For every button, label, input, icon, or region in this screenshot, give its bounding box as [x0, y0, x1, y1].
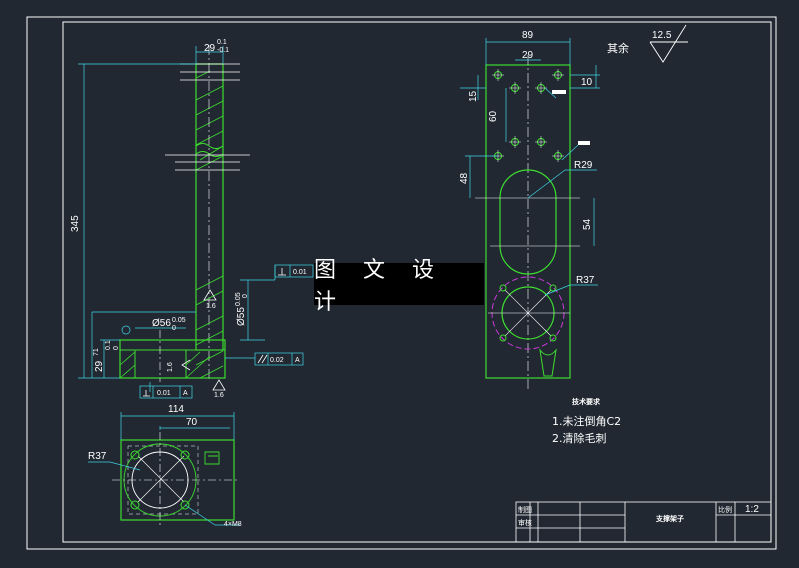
parallel-tol-value: 0.02 — [270, 357, 284, 364]
base-height-dim: 29 — [94, 360, 105, 372]
bottom-dimensions — [88, 412, 240, 526]
part-name: 支撑架子 — [655, 514, 684, 523]
side-hole-spacing: 60 — [488, 110, 499, 122]
bore-dim: Ø56 — [152, 318, 171, 329]
flat-datum: A — [183, 390, 188, 397]
scale-value: 1:2 — [745, 504, 759, 515]
front-view — [119, 45, 250, 391]
front-width-tol-upper: 0.1 — [217, 39, 227, 46]
outer-frame — [26, 16, 777, 550]
roughness-label-3: 1.6 — [167, 362, 174, 372]
side-edge-offset: 10 — [581, 77, 593, 88]
roughness-label-1: 1.6 — [206, 303, 216, 310]
side-slot-radius: R29 — [574, 160, 593, 171]
bore-tol-lower: 0 — [172, 325, 176, 332]
scale-label: 比例 — [718, 505, 732, 514]
roughness-note: 其余 12.5 — [607, 24, 688, 63]
tolerance-symbols — [143, 268, 286, 397]
bore-tol: 0.05 — [172, 317, 186, 324]
base-offset-dim: 71 — [93, 348, 100, 356]
title-block-row1-label: 制图 — [518, 505, 532, 514]
front-width-tol-lower: -0.1 — [217, 47, 229, 54]
title-block — [515, 501, 772, 543]
flat-tol-value: 0.01 — [157, 390, 171, 397]
watermark: 图 文 设 计 — [314, 258, 484, 315]
side-inner-width: 29 — [522, 50, 534, 61]
front-dimensions — [78, 46, 314, 399]
shaft-tol-upper: 0.05 — [235, 292, 242, 306]
tech-req-item-2: 2.清除毛刺 — [552, 431, 607, 445]
bottom-inner-width: 70 — [186, 417, 198, 428]
inner-frame — [62, 21, 772, 543]
front-height-dim: 345 — [70, 215, 81, 232]
bottom-total-width: 114 — [168, 404, 184, 415]
front-width-dim: 29 — [204, 43, 216, 54]
bottom-view — [112, 432, 240, 525]
tech-req-title: 技术要求 — [572, 397, 601, 406]
perp-tol-value: 0.01 — [293, 269, 307, 276]
shaft-tol-lower: 0 — [242, 294, 249, 298]
bottom-hole-note: 4×M8 — [224, 521, 242, 528]
side-slot-height: 48 — [459, 172, 470, 184]
shaft-dim: Ø55 — [236, 307, 247, 326]
side-dimensions — [460, 38, 600, 296]
side-hole-offset: 15 — [468, 90, 479, 102]
roughness-label-2: 1.6 — [214, 392, 224, 399]
side-view — [475, 55, 590, 392]
tech-req-item-1: 1.未注倒角C2 — [552, 414, 621, 428]
bottom-radius: R37 — [88, 451, 107, 462]
side-slot-length: 54 — [582, 218, 593, 230]
side-total-width: 89 — [522, 30, 534, 41]
base-tol-upper: 0.1 — [105, 340, 112, 350]
roughness-note-label: 其余 — [607, 41, 629, 55]
roughness-note-value: 12.5 — [652, 30, 672, 41]
base-tol-lower: 0 — [113, 346, 120, 350]
side-bore-radius: R37 — [576, 275, 595, 286]
parallel-datum: A — [295, 357, 300, 364]
title-block-row2-label: 审核 — [518, 518, 532, 527]
